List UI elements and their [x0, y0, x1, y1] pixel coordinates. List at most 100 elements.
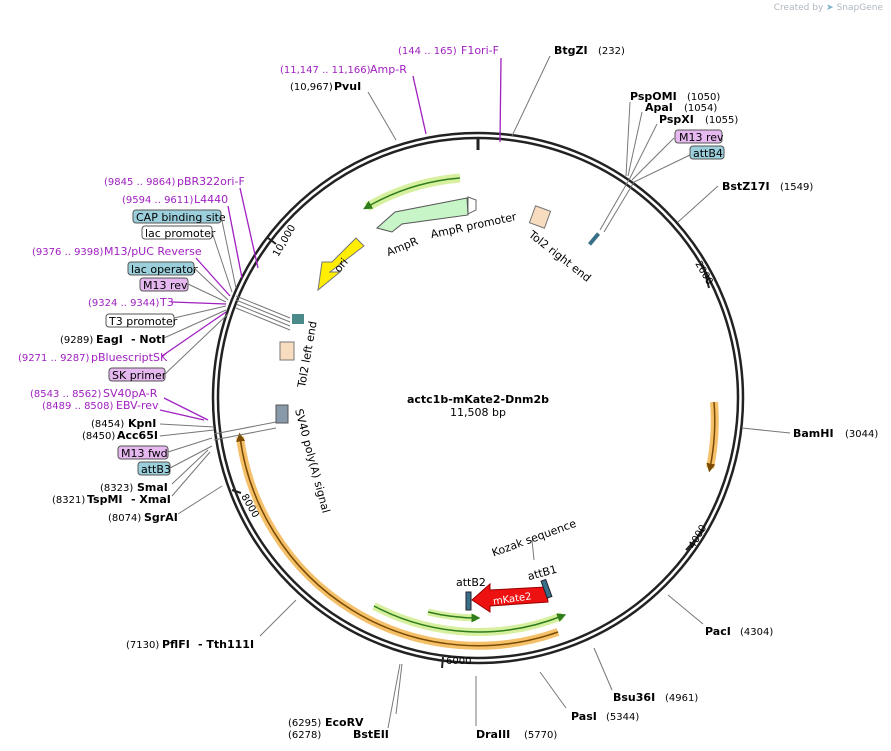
attb1-marker [540, 578, 553, 599]
enzyme-bamhi-label[interactable]: BamHI [793, 427, 834, 440]
m13fwd-box[interactable] [117, 445, 169, 460]
primer-range: (9594 .. 9611) [122, 195, 194, 206]
enzyme-pvui-label[interactable]: PvuI [334, 80, 361, 93]
feature-mkate2[interactable]: mKate2 [471, 582, 549, 613]
enzyme-pos: (6278) [288, 730, 321, 741]
enzyme-bstz17i-label[interactable]: BstZ17I [722, 180, 770, 193]
enzyme-bsteii-label[interactable]: BstEII [353, 728, 389, 741]
enzyme-bsu36i-label[interactable]: Bsu36I [613, 691, 655, 704]
attb4-box[interactable] [689, 145, 725, 160]
enzyme-pos: (8450) [82, 431, 115, 442]
enzyme-apai-label[interactable]: ApaI [645, 101, 673, 114]
tol2-left-label: Tol2 left end [295, 320, 320, 389]
enzyme-pos: (4961) [665, 693, 698, 704]
plasmid-name: actc1b-mKate2-Dnm2b [407, 393, 549, 406]
enzyme-pos: (7130) [126, 640, 159, 651]
ampr-arrow [363, 177, 461, 210]
primer-f1ori-label[interactable]: F1ori-F [461, 44, 499, 57]
enzyme-pos: (232) [598, 46, 625, 57]
enzyme-pos: (8074) [108, 513, 141, 524]
primer-range: (9324 .. 9344) [88, 298, 160, 309]
enzyme-paci-label[interactable]: PacI [705, 625, 731, 638]
primer-pbr322ori-label[interactable]: pBR322ori-F [177, 175, 245, 188]
primer-sv40pa-r-label[interactable]: SV40pA-R [103, 387, 158, 400]
m13rev-top-box[interactable] [674, 129, 723, 144]
tick-label: 6000 [446, 656, 471, 667]
primer-pbluescriptsk-label[interactable]: pBluescriptSK [91, 351, 168, 364]
enzyme-pos: (1050) [687, 92, 720, 103]
enzyme-tth111i-label[interactable]: - Tth111I [198, 638, 254, 651]
enzyme-kpni-label[interactable]: KpnI [128, 417, 156, 430]
primer-ebv-rev-label[interactable]: EBV-rev [116, 399, 159, 412]
enzyme-sgrai-label[interactable]: SgrAI [144, 511, 178, 524]
enzyme-pflfi-label[interactable]: PflFI [162, 638, 190, 651]
right-cluster-mark [587, 232, 601, 246]
enzyme-pspxi-label[interactable]: PspXI [659, 113, 694, 126]
feature-ori[interactable]: ori [317, 237, 365, 292]
feature-tol2-right[interactable]: Tol2 right end [525, 205, 593, 285]
m13rev-left-label: M13 rev [143, 279, 188, 292]
btgzi-leader [511, 55, 551, 137]
left-leaders [161, 177, 635, 441]
tol2-right-label: Tol2 right end [525, 228, 593, 285]
mkate2-label: mKate2 [492, 591, 532, 607]
enzyme-pos: (3044) [845, 429, 878, 440]
credit-prefix: Created by [773, 3, 824, 13]
enzyme-pos: (1054) [684, 103, 717, 114]
enzyme-pos: (4304) [740, 627, 773, 638]
attb2-marker [465, 591, 472, 611]
enzyme-noti-label[interactable]: - NotI [131, 333, 166, 346]
primer-l4440-label[interactable]: L4440 [194, 193, 228, 206]
enzyme-pspomi-label[interactable]: PspOMI [630, 90, 677, 103]
attb3-label: attB3 [141, 463, 171, 476]
left-cluster-mark [292, 314, 304, 324]
enzyme-pos: (8454) [91, 419, 124, 430]
enzyme-ecorv-label[interactable]: EcoRV [325, 716, 364, 729]
sk-primer-box[interactable] [108, 367, 166, 382]
lac-operator-label: lac operator [131, 263, 198, 276]
sk-primer-label: SK primer [112, 369, 167, 382]
t3-promoter-box[interactable] [105, 313, 175, 328]
primer-range: (8543 .. 8562) [30, 389, 102, 400]
enzyme-btgzi-label[interactable]: BtgZI [554, 44, 588, 57]
sv40-label: SV40 poly(A) signal [292, 407, 332, 514]
primer-t3-label[interactable]: T3 [159, 296, 174, 309]
enzyme-xmai-label[interactable]: - XmaI [131, 493, 171, 506]
primer-range: (9845 .. 9864) [104, 177, 176, 188]
attb3-box[interactable] [137, 461, 171, 476]
lac-promoter-label: lac promoter [145, 227, 216, 240]
snapgene-logo-icon: ➤ [826, 3, 834, 13]
primer-range: (11,147 .. 11,166) [280, 65, 371, 76]
enzyme-pasi-label[interactable]: PasI [571, 710, 597, 723]
attb1-label: attB1 [526, 563, 558, 583]
attb4-label: attB4 [693, 147, 723, 160]
enzyme-tspmi-label[interactable]: TspMI [87, 493, 123, 506]
kozak-leader [531, 539, 535, 561]
kozak-label: Kozak sequence [490, 517, 578, 560]
enzyme-draiii-label[interactable]: DraIII [476, 728, 510, 741]
enzyme-pos: (8321) [52, 495, 85, 506]
cap-site-label: CAP binding site [136, 211, 226, 224]
enzyme-eagi-label[interactable]: EagI [96, 333, 123, 346]
enzyme-pos: (10,967) [290, 82, 333, 93]
m13fwd-label: M13 fwd [121, 447, 168, 460]
feature-sv40[interactable]: SV40 poly(A) signal [275, 404, 332, 515]
enzyme-smai-label[interactable]: SmaI [137, 481, 168, 494]
enzyme-pos: (5770) [524, 730, 557, 741]
tick-label: 4000 [687, 523, 709, 551]
primer-m13puc-label[interactable]: M13/pUC Reverse [104, 245, 202, 258]
primer-range: (8489 .. 8508) [42, 401, 114, 412]
green-arrow-2 [427, 611, 481, 623]
snapgene-credit: Created by ➤ SnapGene [774, 3, 883, 13]
t3-promoter-label: T3 promoter [108, 315, 178, 328]
enzyme-acc65i-label[interactable]: Acc65I [117, 429, 158, 442]
enzyme-pos: (8323) [100, 483, 133, 494]
enzyme-pos: (5344) [606, 712, 639, 723]
orf-arrow-right [706, 401, 716, 473]
primer-range: (144 .. 165) [398, 46, 457, 57]
feature-tol2-left[interactable]: Tol2 left end [279, 320, 320, 390]
green-arrow-1 [373, 605, 567, 633]
primer-amp-r-label[interactable]: Amp-R [370, 63, 407, 76]
plasmid-length: 11,508 bp [450, 406, 506, 419]
enzyme-pos: (1549) [780, 182, 813, 193]
